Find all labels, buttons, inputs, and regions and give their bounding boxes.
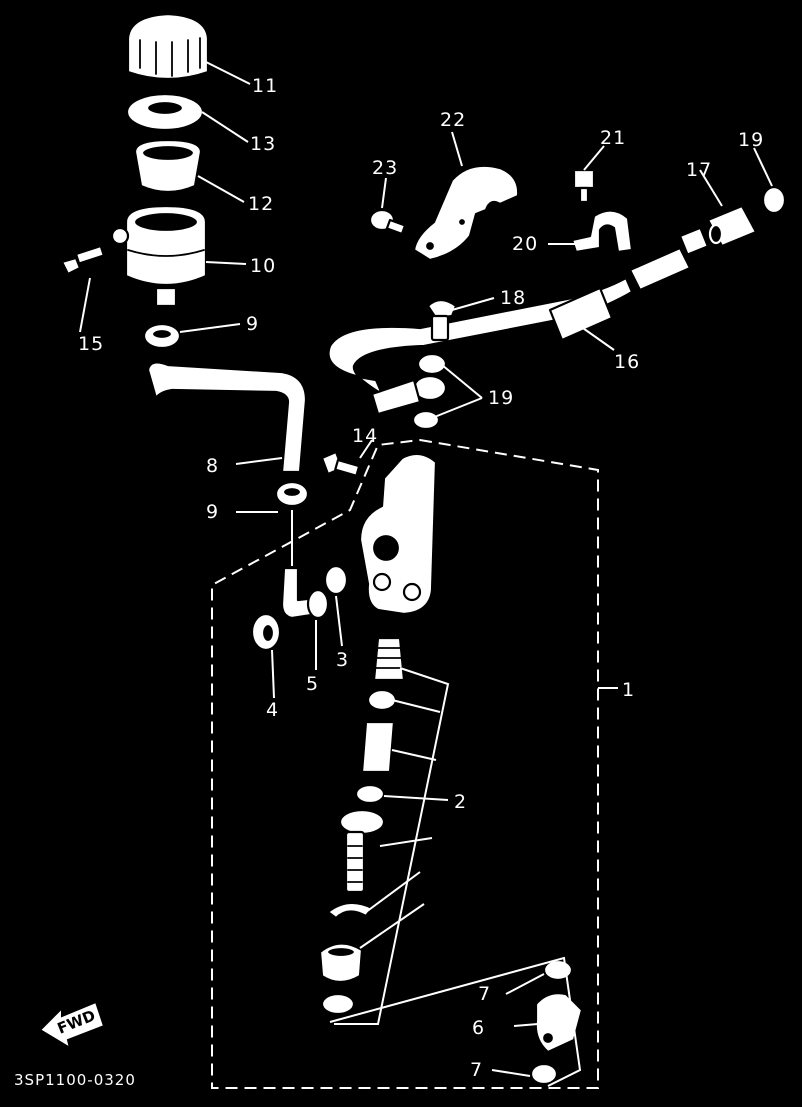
diaphragm-holder <box>125 92 205 132</box>
reservoir-hose <box>146 361 308 474</box>
dust-boot <box>318 942 364 984</box>
callout-18: 18 <box>500 287 526 309</box>
callout-7-upper: 7 <box>478 983 491 1005</box>
callout-19-upper: 19 <box>738 129 764 151</box>
copper-washer-lower <box>411 409 441 431</box>
callout-9-upper: 9 <box>246 313 259 335</box>
callout-13: 13 <box>250 133 276 155</box>
callout-3: 3 <box>336 649 349 671</box>
retaining-clip <box>326 901 374 920</box>
push-rod <box>338 808 386 894</box>
hose-clamp-upper <box>142 322 182 350</box>
union-connector <box>706 204 758 248</box>
bolt-14 <box>320 450 361 477</box>
push-rod-nut <box>320 992 356 1016</box>
callout-1: 1 <box>622 679 635 701</box>
reservoir-tank <box>110 204 208 308</box>
callout-14: 14 <box>352 425 378 447</box>
callout-20: 20 <box>512 233 538 255</box>
banjo-fitting <box>370 374 448 416</box>
callout-17: 17 <box>686 159 712 181</box>
callout-23: 23 <box>372 157 398 179</box>
callout-10: 10 <box>250 255 276 277</box>
callout-15: 15 <box>78 333 104 355</box>
callout-22: 22 <box>440 109 466 131</box>
copper-washer-top <box>761 185 787 215</box>
drawing-code: 3SP1100-0320 <box>14 1071 136 1089</box>
bracket-bolt <box>368 208 407 236</box>
union-bolt <box>426 298 458 342</box>
reservoir-bolt <box>60 244 105 276</box>
circlip <box>250 612 282 652</box>
callout-19-lower: 19 <box>488 387 514 409</box>
diaphragm <box>133 138 203 194</box>
hose-bracket <box>412 164 520 262</box>
callout-2: 2 <box>454 791 467 813</box>
callout-6: 6 <box>472 1017 485 1039</box>
o-ring <box>323 564 349 596</box>
hose-sleeve <box>548 286 614 342</box>
hose-joint <box>280 566 330 620</box>
callout-5: 5 <box>306 673 319 695</box>
hose-clamp-lower <box>274 480 310 508</box>
assembly-boundary <box>211 438 599 1089</box>
callout-21: 21 <box>600 127 626 149</box>
callout-7-lower: 7 <box>470 1059 483 1081</box>
piston-assembly <box>354 636 406 805</box>
fwd-arrow-icon <box>38 1000 106 1051</box>
callout-11: 11 <box>252 75 278 97</box>
callout-16: 16 <box>614 351 640 373</box>
callout-9-lower: 9 <box>206 501 219 523</box>
reservoir-cap <box>126 12 210 81</box>
clevis-nut-lower <box>529 1062 559 1086</box>
leader-lines <box>79 61 773 1087</box>
callout-8: 8 <box>206 455 219 477</box>
hose-fitting <box>628 226 709 292</box>
callout-12: 12 <box>248 193 274 215</box>
hose-guide <box>570 209 634 254</box>
master-cylinder-body <box>358 452 438 616</box>
callout-4: 4 <box>266 699 279 721</box>
copper-washer-upper <box>416 352 448 376</box>
